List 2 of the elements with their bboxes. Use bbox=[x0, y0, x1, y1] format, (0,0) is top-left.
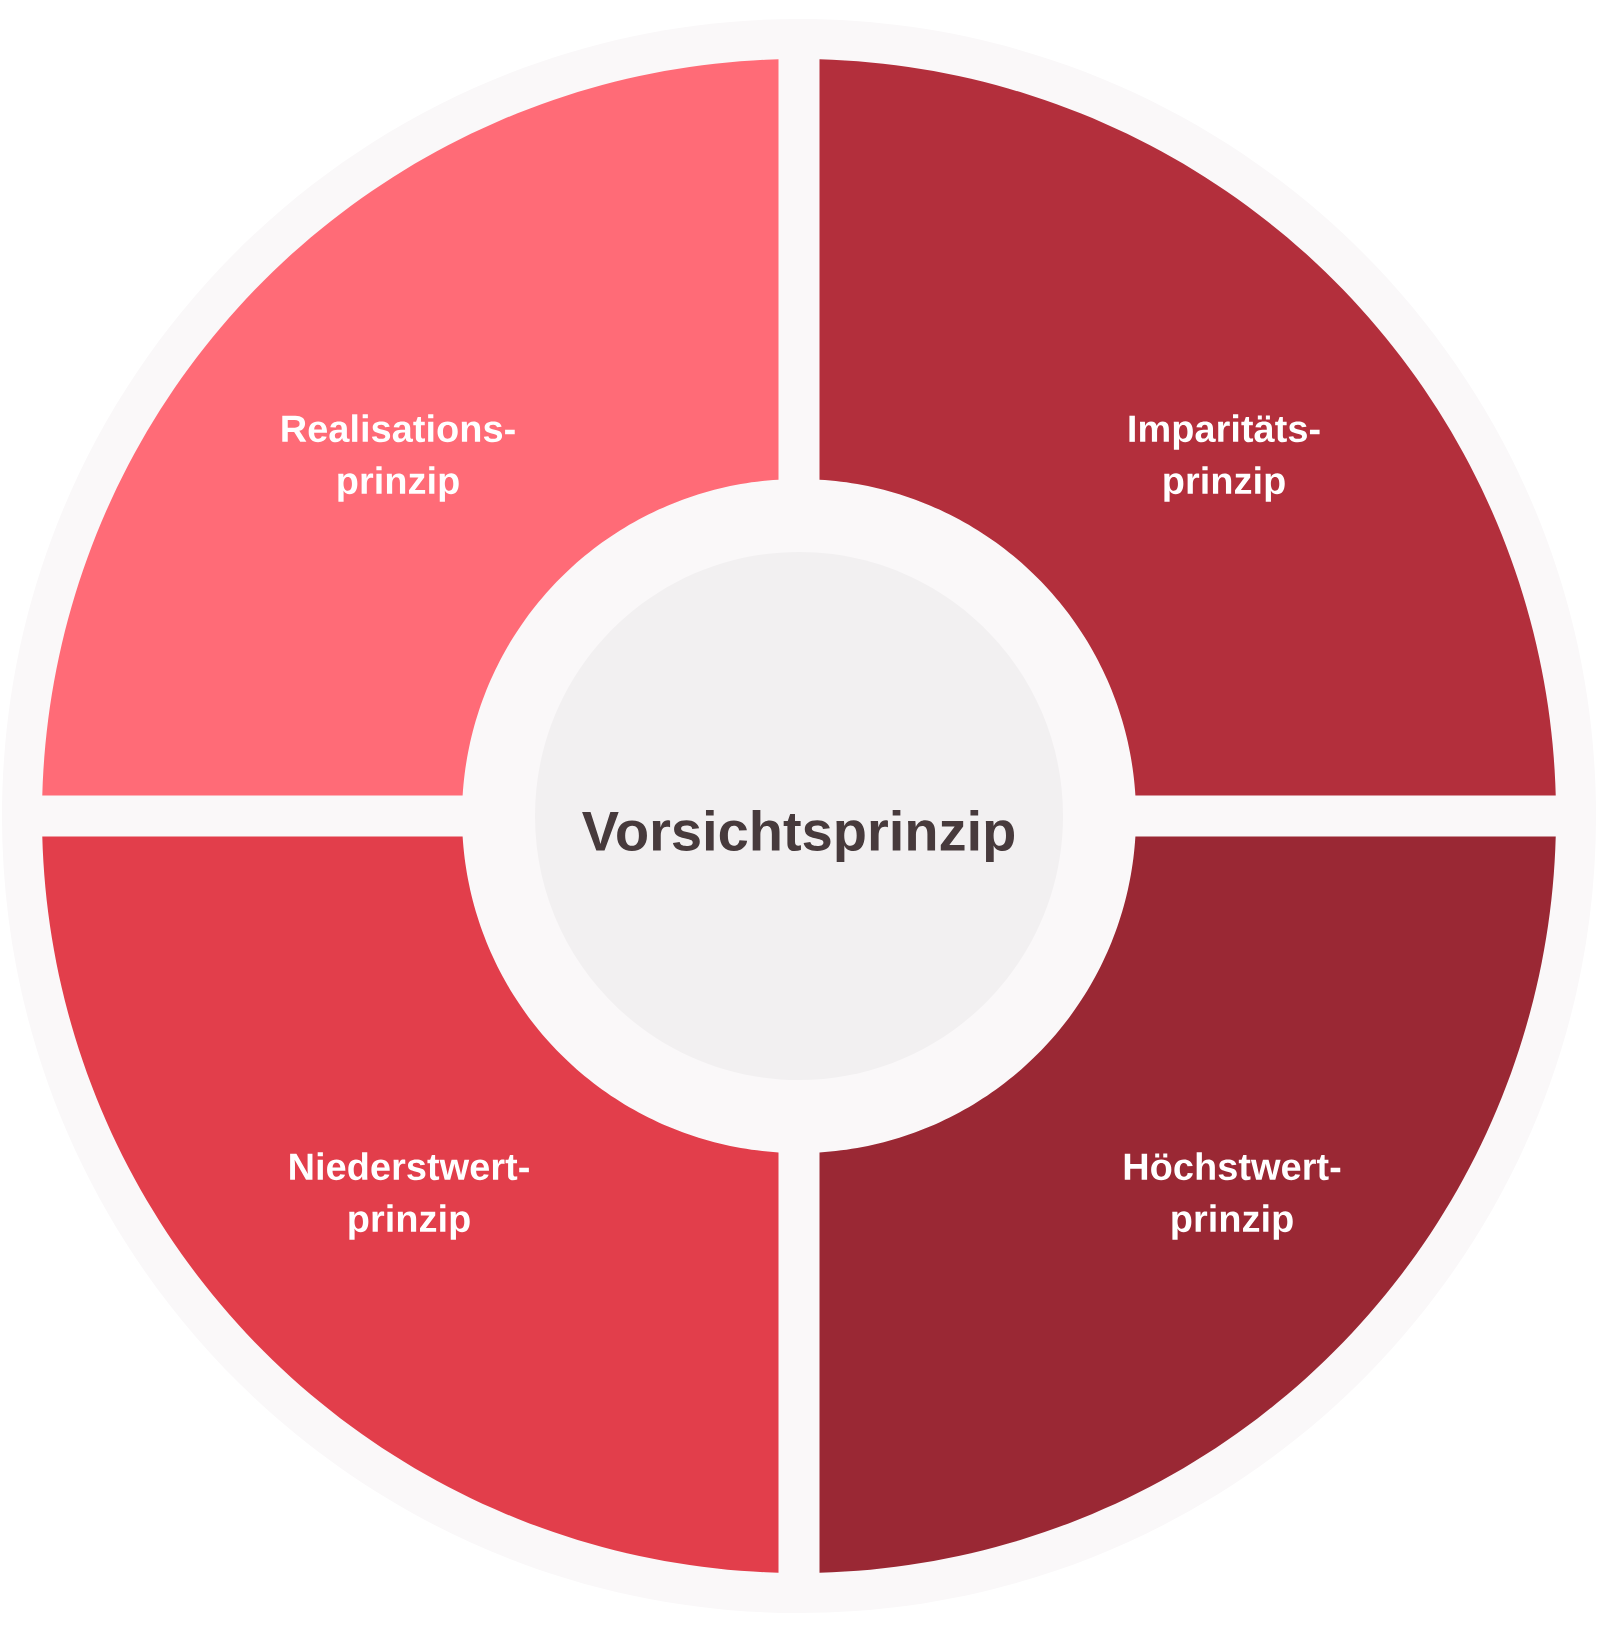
ring-segment: Realisations- prinzip bbox=[42, 59, 779, 796]
ring-segment: Imparitäts- prinzip bbox=[819, 59, 1556, 796]
